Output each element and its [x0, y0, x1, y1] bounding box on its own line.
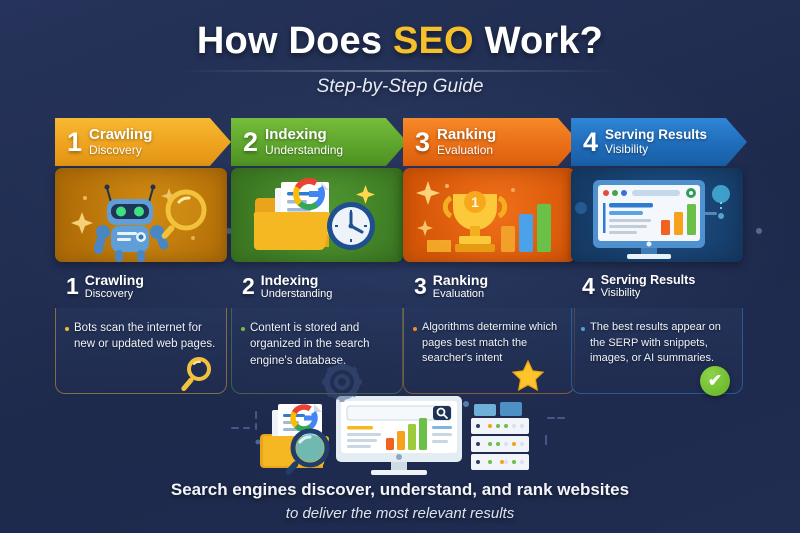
magnifier-badge [176, 355, 216, 400]
robot-magnifier-icon [71, 184, 207, 262]
step-column-4: 4 Serving Results Visibility [571, 118, 747, 394]
step-sublabel: Evaluation [432, 288, 485, 300]
gear-badge [320, 360, 364, 409]
page-title: How Does SEO Work? [0, 20, 800, 63]
step-number: 3 [415, 126, 431, 157]
step-illustration-1 [55, 168, 227, 262]
step-sublabel: Understanding [260, 288, 333, 300]
step-label: Ranking [432, 272, 489, 288]
step-banner-repeat-4[interactable]: 4 Serving Results Visibility [571, 266, 747, 306]
connector-dot [226, 228, 232, 234]
connector-dot [756, 228, 762, 234]
step-label: Serving Results [600, 273, 696, 287]
step-number: 2 [243, 126, 259, 157]
step-column-2: 2 Indexing Understanding [231, 118, 407, 394]
step-label: Ranking [437, 126, 497, 144]
step-sublabel: Discovery [89, 143, 142, 158]
step-card-3: Algorithms determine which pages best ma… [403, 308, 575, 394]
step-number: 4 [582, 272, 595, 299]
step-banner-repeat-1[interactable]: 1 Crawling Discovery [55, 266, 231, 306]
step-illustration-3: 1 [403, 168, 575, 262]
monitor-serp-icon [575, 180, 730, 259]
step-banner-3[interactable]: 3 Ranking Evaluation [403, 118, 579, 166]
step-body-text: Algorithms determine which pages best ma… [422, 321, 558, 365]
step-sublabel: Discovery [84, 288, 134, 300]
check-icon: ✔ [707, 371, 723, 390]
trophy-barchart-icon: 1 [416, 181, 551, 252]
step-body-text: The best results appear on the SERP with… [590, 321, 721, 365]
folder-document-clock-icon [253, 178, 375, 251]
step-label: Indexing [260, 272, 319, 288]
step-banner-repeat-3[interactable]: 3 Ranking Evaluation [403, 266, 579, 306]
step-banner-repeat-2[interactable]: 2 Indexing Understanding [231, 266, 407, 306]
bullet-icon [413, 327, 417, 331]
footer-line-2: to deliver the most relevant results [285, 505, 515, 522]
step-sublabel: Evaluation [437, 143, 494, 158]
title-divider [180, 70, 620, 72]
step-banner-4[interactable]: 4 Serving Results Visibility [571, 118, 747, 166]
step-body-text: Bots scan the internet for new or update… [74, 322, 216, 351]
step-number: 1 [67, 126, 83, 157]
step-label: Indexing [265, 126, 327, 144]
magnifier-badge-icon [181, 357, 211, 392]
page-subtitle: Step-by-Step Guide [316, 76, 484, 97]
step-banner-1[interactable]: 1 Crawling Discovery [55, 118, 231, 166]
step-number: 2 [242, 272, 255, 299]
step-number: 4 [583, 126, 599, 157]
title-prefix: How Does [196, 20, 393, 62]
bullet-icon [241, 327, 245, 331]
footer-line-1: Search engines discover, understand, and… [170, 480, 630, 499]
bullet-icon [65, 327, 69, 331]
check-badge: ✔ [700, 366, 730, 396]
step-number: 3 [414, 272, 427, 299]
title-highlight: SEO [392, 20, 474, 62]
step-number: 1 [66, 272, 79, 299]
step-sublabel: Understanding [265, 143, 344, 158]
step-illustration-2 [231, 168, 403, 262]
monitor-search-folder-servers-icon [231, 396, 565, 475]
step-body-text: Content is stored and organized in the s… [250, 322, 370, 367]
step-label: Serving Results [605, 127, 708, 143]
star-badge [510, 358, 546, 399]
svg-text:1: 1 [471, 194, 479, 210]
step-illustration-4 [571, 168, 743, 262]
gear-badge-icon [322, 362, 362, 402]
step-column-3: 3 Ranking Evaluation 1 [403, 118, 579, 394]
step-label: Crawling [89, 126, 153, 144]
step-card-2: Content is stored and organized in the s… [231, 308, 403, 394]
step-column-1: 1 Crawling Discovery [55, 118, 231, 394]
step-banner-2[interactable]: 2 Indexing Understanding [231, 118, 407, 166]
step-card-1: Bots scan the internet for new or update… [55, 308, 227, 394]
step-sublabel: Visibility [605, 142, 649, 157]
bullet-icon [581, 327, 585, 331]
center-illustration [228, 386, 572, 478]
star-badge-icon [511, 359, 545, 392]
step-sublabel: Visibility [600, 287, 641, 299]
step-label: Crawling [84, 272, 144, 288]
title-suffix: Work? [473, 20, 604, 62]
